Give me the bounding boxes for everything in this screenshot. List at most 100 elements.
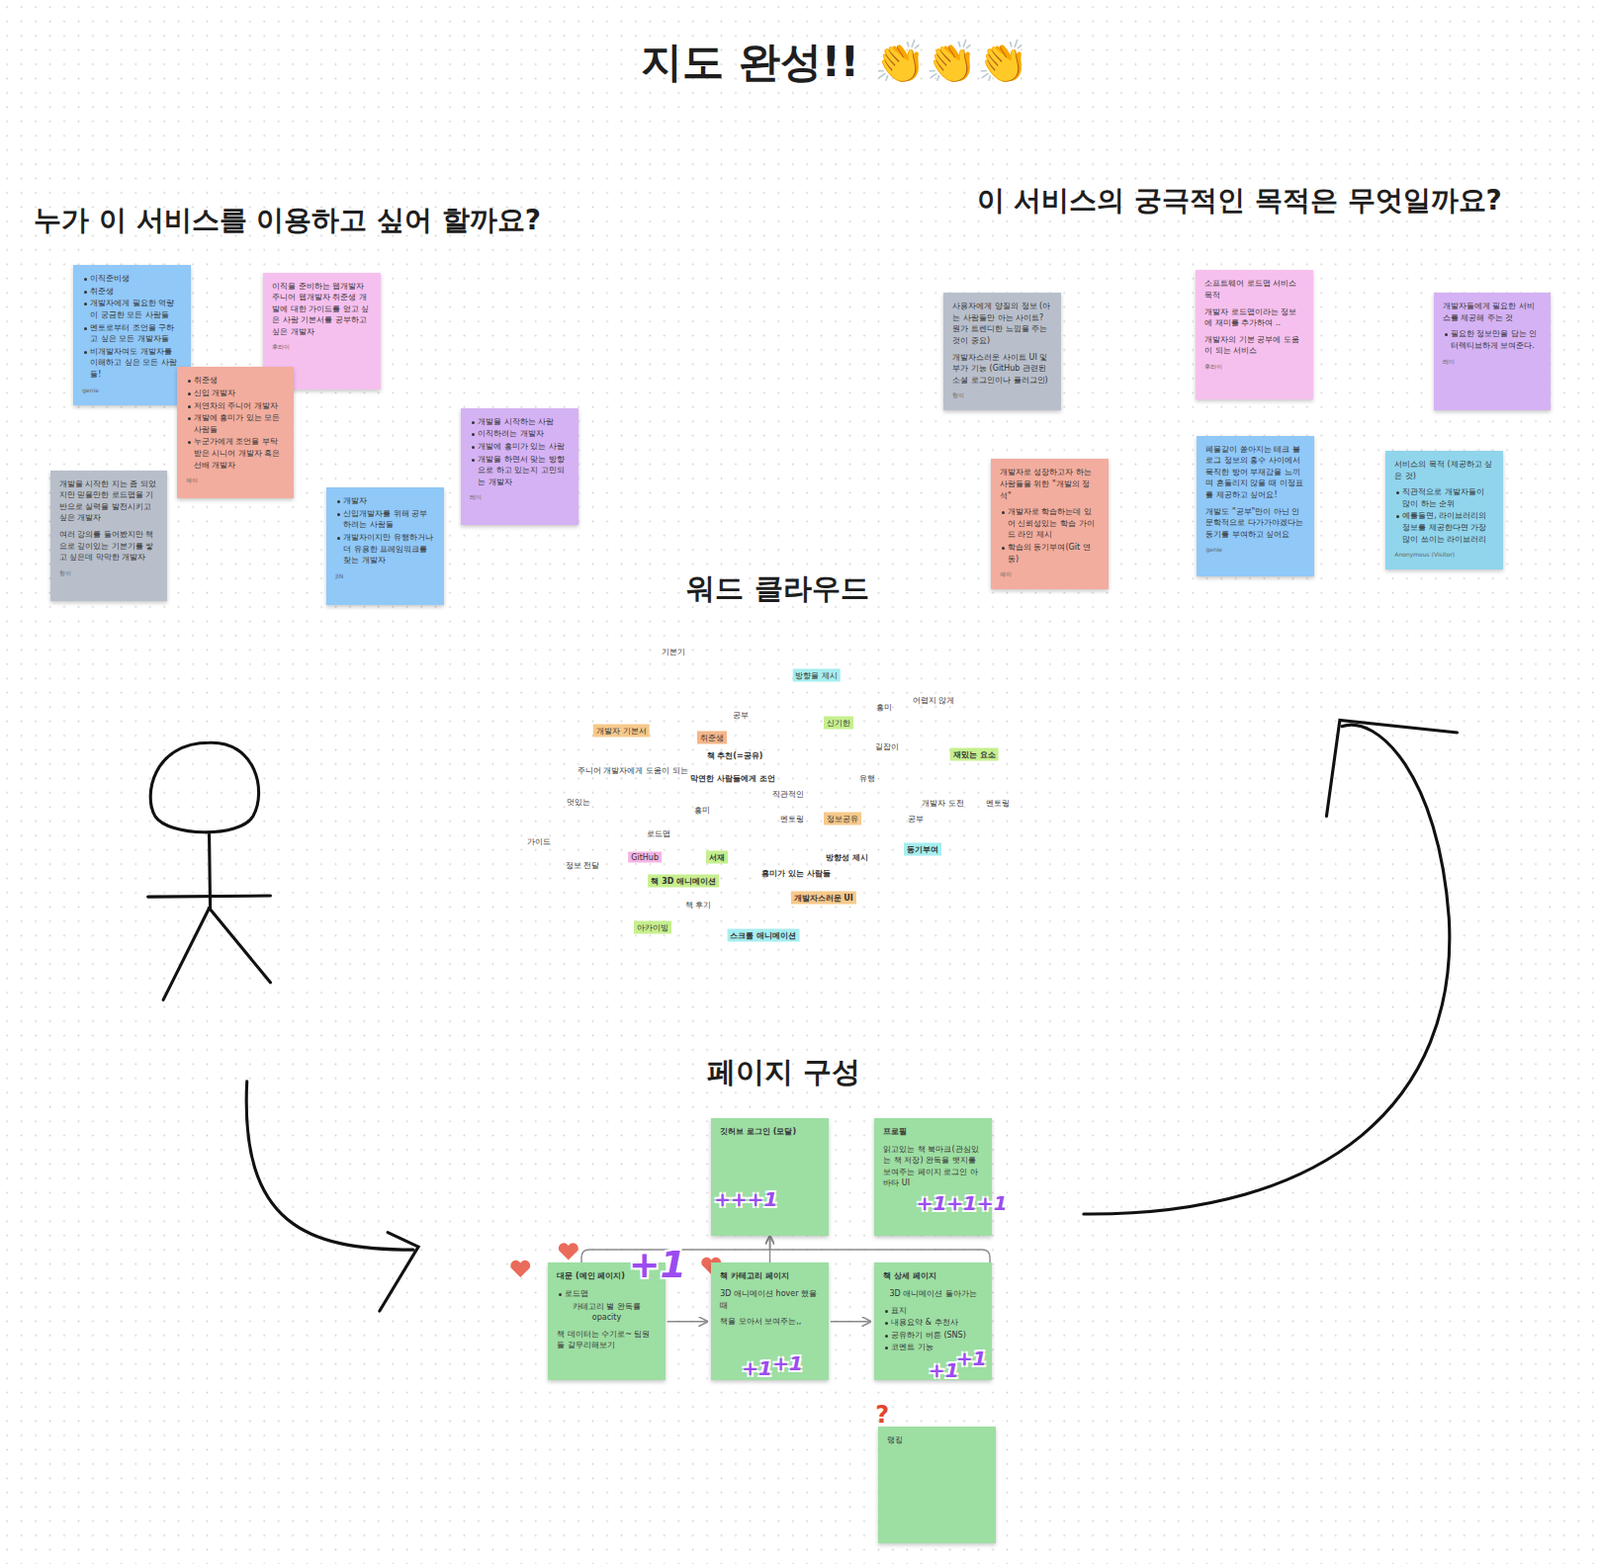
note-text: 소프트웨어 로드맵 서비스 목적 bbox=[1204, 277, 1305, 301]
note-heading: 깃허브 로그인 (모달) bbox=[719, 1126, 820, 1139]
cloud-word: 개발자스러운 UI bbox=[791, 891, 857, 905]
sticky-note: 소프트웨어 로드맵 서비스 목적개발자 로드맵이라는 정보에 재미를 추가하여 … bbox=[1195, 269, 1314, 400]
author-name: 레미 bbox=[1442, 357, 1543, 367]
cloud-word: 주니어 개발자에게 도움이 되는 bbox=[574, 764, 692, 778]
sticky-note: 개발을 시작하는 사람이직하려는 개발자개발에 흥미가 있는 사람개발을 하면서… bbox=[460, 408, 579, 527]
note-text: 이직을 준비하는 웹개발자 주니어 웹개발자 취준생 개발에 대한 가이드를 얻… bbox=[271, 280, 372, 339]
sticky-note: 개발을 시작한 지는 좀 되었지만 믿을만한 로드맵을 기반으로 실력을 발전시… bbox=[50, 470, 169, 602]
author-name: 재이 bbox=[185, 476, 286, 486]
question-mark: ? bbox=[875, 1401, 889, 1429]
section-heading: 누가 이 서비스를 이용하고 싶어 할까요? bbox=[33, 201, 541, 240]
bullet-item: 개발자 bbox=[343, 495, 436, 508]
cloud-word: 공부 bbox=[904, 811, 927, 825]
sticky-note: 개발자신입개발자를 위해 공부하려는 사람들개발자이지만 유행하거나 더 유용한… bbox=[326, 487, 445, 606]
bullet-item: 누군가에게 조언을 부탁받은 시니어 개발자 혹은 선배 개발자 bbox=[193, 436, 286, 471]
bullet-item: 학습의 동기부여(Git 연동) bbox=[1007, 541, 1100, 565]
bullet-item: 개발을 시작하는 사람 bbox=[477, 416, 570, 429]
note-text: 개발자로 성장하고자 하는 사람들을 위한 "개발의 정석" bbox=[999, 466, 1100, 502]
board-title: 지도 완성!! 👏👏👏 bbox=[640, 34, 1029, 90]
flow-connector bbox=[770, 1237, 990, 1264]
note-text: 책 데이터는 수기로~ 팀원들 갈무리해보기 bbox=[556, 1329, 657, 1352]
page-note: 깃허브 로그인 (모달) bbox=[711, 1118, 829, 1237]
author-name: 재이 bbox=[999, 570, 1100, 580]
note-heading: 책 카테고리 페이지 bbox=[719, 1270, 820, 1283]
cloud-word: 아카이빙 bbox=[633, 920, 672, 934]
note-text: 책을 모아서 보여주는,, bbox=[719, 1316, 820, 1329]
note-heading: 프로필 bbox=[883, 1126, 983, 1139]
bullet-item: 취준생 bbox=[89, 285, 182, 298]
cloud-word: 취준생 bbox=[697, 731, 727, 745]
note-text: 읽고있는 책 북마크(관심있는 책 저장) 완독을 뱃지를 보여주는 페이지 로… bbox=[883, 1144, 983, 1190]
author-name: 형이 bbox=[952, 391, 1053, 401]
cloud-word: 멘토링 bbox=[777, 811, 807, 825]
bullet-item: 멘토로부터 조언을 구하고 싶은 모든 개발자들 bbox=[89, 322, 182, 346]
vote-sticker: +1 bbox=[772, 1351, 803, 1376]
sticky-note: 사용자에게 양질의 정보 (아는 사람들만 아는 사이트? 뭔가 트렌디한 느낌… bbox=[943, 292, 1062, 411]
cloud-word: 방향을 제시 bbox=[792, 669, 841, 683]
section-heading: 페이지 구성 bbox=[707, 1053, 861, 1093]
vote-sticker: +1 bbox=[956, 1346, 987, 1371]
note-heading: 책 상세 페이지 bbox=[883, 1270, 983, 1283]
page-note: 랭킹 bbox=[878, 1426, 996, 1545]
bullet-item: 공유하기 버튼 (SNS) bbox=[890, 1330, 983, 1342]
cloud-word: 책 후기 bbox=[682, 898, 715, 912]
bullet-item: 개발자이지만 유행하거나 더 유용한 프레임워크를 찾는 개발자 bbox=[343, 532, 436, 567]
flow-connector bbox=[830, 1321, 871, 1323]
cloud-word: 가이드 bbox=[524, 835, 554, 849]
cloud-word: 개발자 기본서 bbox=[593, 723, 650, 737]
author-name: 레미 bbox=[469, 493, 570, 503]
cloud-word: 멘토링 bbox=[982, 797, 1013, 810]
author-name: Anonymous (Visitor) bbox=[1394, 550, 1495, 560]
cloud-word: 기본기 bbox=[658, 645, 689, 659]
bullet-item: 내용요약 & 추천사 bbox=[890, 1317, 983, 1330]
bullet-item: 직관적으로 개발자들이 많이 하는 순위 bbox=[1402, 486, 1495, 510]
sticky-note: 이직준비생취준생개발자에게 필요한 역량이 궁금한 모든 사람들멘토로부터 조언… bbox=[73, 265, 191, 406]
cloud-word: 정보공유 bbox=[823, 811, 862, 825]
cloud-word: 멋있는 bbox=[563, 796, 594, 809]
cloud-word: 흥미 bbox=[873, 701, 895, 714]
cloud-word: 신기한 bbox=[823, 715, 854, 729]
bullet-item: 개발을 하면서 맞는 방향으로 하고 있는지 고민되는 개발자 bbox=[477, 453, 570, 489]
page-note: 프로필읽고있는 책 북마크(관심있는 책 저장) 완독을 뱃지를 보여주는 페이… bbox=[874, 1118, 992, 1237]
vote-sticker: +1+1+1 bbox=[916, 1191, 1008, 1216]
bullet-item: 취준생 bbox=[193, 374, 286, 387]
bullet-item: 로드맵 bbox=[564, 1288, 657, 1301]
note-text: 개발자들에게 필요한 서비스를 제공해 주는 것 bbox=[1442, 300, 1543, 324]
cloud-word: 공부 bbox=[729, 709, 752, 722]
cloud-word: 재밌는 요소 bbox=[950, 747, 999, 761]
author-name: genie bbox=[82, 386, 182, 396]
vote-sticker: +++1 bbox=[713, 1187, 778, 1212]
bullet-item: 비개발자여도 개발자를 이해하고 싶은 모든 사람들! bbox=[89, 346, 182, 381]
cloud-word: 흥미 bbox=[691, 803, 713, 817]
bullet-item: 개발에 흥미가 있는 사람 bbox=[477, 441, 570, 453]
flow-connector bbox=[667, 1321, 708, 1323]
cloud-word: 서재 bbox=[706, 850, 728, 864]
vote-sticker: +1 bbox=[928, 1358, 960, 1383]
cloud-word: 막연한 사람들에게 조언 bbox=[687, 772, 779, 786]
sticky-note: 개발자로 성장하고자 하는 사람들을 위한 "개발의 정석"개발자로 학습하는데… bbox=[990, 458, 1109, 590]
note-text: 여러 강의를 들어봤지만 책으로 깊이있는 기본기를 쌓고 싶은데 막막한 개발… bbox=[59, 529, 160, 564]
bullet-item: 신입개발자를 위해 공부하려는 사람들 bbox=[343, 508, 436, 532]
flow-arrows bbox=[246, 720, 1457, 1313]
note-text: 개발자 로드맵이라는 정보에 재미를 추가하여 .. bbox=[1204, 306, 1305, 330]
cloud-word: 스크롤 애니메이션 bbox=[726, 929, 800, 943]
bullet-item: 신입 개발자 bbox=[193, 387, 286, 400]
note-text: 3D 애니메이션 돌아가는 bbox=[883, 1288, 983, 1301]
note-text: 개발자의 기본 공부에 도움이 되는 서비스 bbox=[1204, 334, 1305, 357]
section-heading: 이 서비스의 궁극적인 목적은 무엇일까요? bbox=[977, 181, 1503, 220]
sticky-note: 서비스의 목적 (제공하고 싶은 것)직관적으로 개발자들이 많이 하는 순위예… bbox=[1385, 450, 1504, 570]
cloud-word: 책 3D 애니메이션 bbox=[647, 874, 719, 888]
cloud-word: 어렵지 않게 bbox=[909, 693, 959, 707]
note-text: 카테고리 별 완독률 opacity bbox=[556, 1301, 657, 1325]
flow-connector bbox=[769, 1237, 771, 1264]
cloud-word: 길잡이 bbox=[872, 740, 902, 754]
bullet-item: 예를들면, 라이브러리의 정보를 제공한다면 가장 많이 쓰이는 라이브러리 bbox=[1402, 510, 1495, 545]
sticky-note: 개발자들에게 필요한 서비스를 제공해 주는 것필요한 정보만을 담는 인터렉티… bbox=[1433, 292, 1552, 411]
cloud-word: 동기부여 bbox=[903, 842, 942, 856]
cloud-word: 방향성 제시 bbox=[822, 850, 872, 864]
vote-sticker: +1 bbox=[741, 1356, 773, 1381]
bullet-item: 표지 bbox=[890, 1305, 983, 1318]
bullet-item: 필요한 정보만을 담는 인터렉티브하게 보여준다. bbox=[1450, 328, 1543, 352]
author-name: 후라이 bbox=[1204, 362, 1305, 372]
